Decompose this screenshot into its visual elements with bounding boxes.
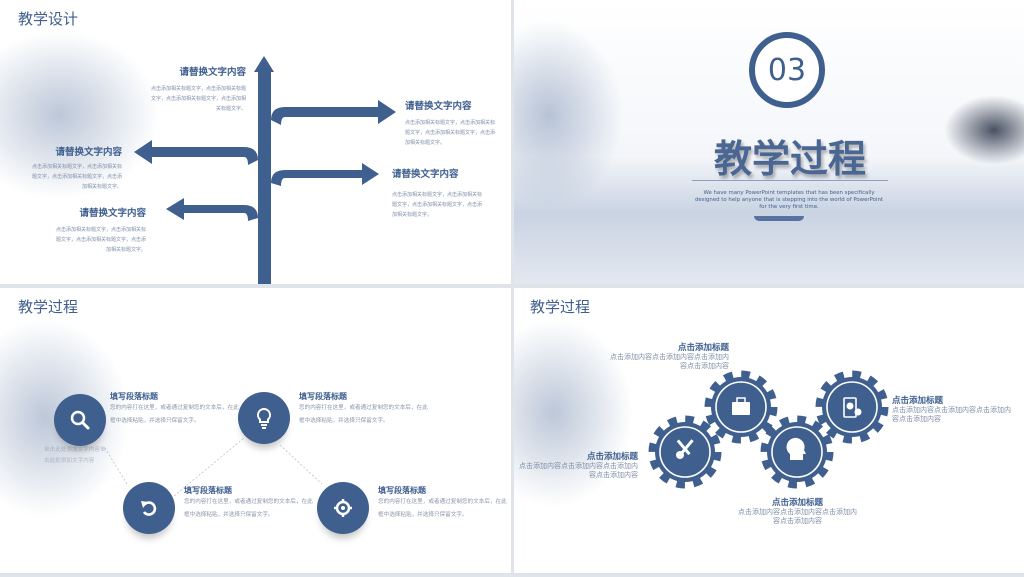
gear-title: 点击添加标题	[677, 343, 729, 353]
tools-icon	[676, 439, 694, 459]
item-title: 请替换文字内容	[79, 208, 146, 219]
step-body: 您的内容打在这里，或者通过复制您的文本后，在此框中选择粘贴，并选择只保留文字。	[184, 499, 313, 518]
step-title: 填写段落标题	[299, 392, 347, 401]
boat-decoration	[754, 216, 804, 221]
target-icon	[334, 499, 352, 517]
item-body: 点击添加相关标题文字，点击添加相关标题文字，点击添加相关标题文字，点击添加相关标…	[55, 227, 146, 253]
gear-2	[648, 415, 722, 489]
step-title: 填写段落标题	[184, 486, 232, 495]
slide-3[interactable]: 教学过程 单击此处添加文字内容单击此处添加文字内容 填写段落标题 您的内容打在这…	[0, 288, 511, 573]
step-circle-1	[54, 394, 106, 446]
gears-graphic	[648, 370, 889, 489]
step-body: 您的内容打在这里，或者通过复制您的文本后，在此框中选择粘贴，并选择只保留文字。	[299, 405, 428, 424]
gear-text-3: 点击添加标题 点击添加内容点击添加内容点击添加内容点击添加内容	[514, 450, 638, 480]
item-title: 请替换文字内容	[405, 101, 472, 112]
section-number: 03	[767, 52, 807, 88]
gear-body: 点击添加内容点击添加内容点击添加内容点击添加内容	[610, 353, 729, 370]
item-title: 请替换文字内容	[392, 169, 459, 180]
slide-header: 教学设计	[18, 10, 79, 28]
gear-title: 点击添加标题	[892, 396, 944, 406]
slide-header: 教学过程	[530, 298, 591, 316]
item-body: 点击添加相关标题文字，点击添加相关标题文字，点击添加相关标题文字，点击添加相关标…	[31, 164, 122, 190]
title-underline	[692, 180, 888, 181]
faded-placeholder-text: 单击此处添加文字内容单击此处添加文字内容	[44, 447, 106, 464]
step-circle-4	[317, 482, 369, 534]
item-title: 请替换文字内容	[55, 147, 122, 158]
roof-eave-decoration	[944, 95, 1024, 165]
step-text-2: 填写段落标题 您的内容打在这里，或者通过复制您的文本后，在此框中选择粘贴，并选择…	[299, 391, 429, 428]
item-3: 请替换文字内容 点击添加相关标题文字，点击添加相关标题文字，点击添加相关标题文字…	[30, 144, 122, 192]
step-circle-3	[123, 482, 175, 534]
slide-header: 教学过程	[18, 298, 79, 316]
step-circle-2	[238, 392, 290, 444]
signpost-arrows	[134, 56, 396, 284]
item-2: 请替换文字内容 点击添加相关标题文字，点击添加相关标题文字，点击添加相关标题文字…	[405, 98, 495, 148]
lightbulb-icon	[256, 407, 272, 429]
section-title: 教学过程	[713, 137, 866, 181]
gear-text-2: 点击添加标题 点击添加内容点击添加内容点击添加内容点击添加内容	[892, 394, 1017, 424]
slide-1[interactable]: 教学设计 请替换文字内容 点击添加相关标题文字，点击添加相关标题文字，点击添加相…	[0, 0, 511, 284]
step-body: 您的内容打在这里，或者通过复制您的文本后，在此框中选择粘贴，并选择只保留文字。	[378, 499, 507, 518]
step-title: 填写段落标题	[378, 486, 426, 495]
item-body: 点击添加相关标题文字，点击添加相关标题文字，点击添加相关标题文字，点击添加相关标…	[150, 86, 246, 112]
flow-connectors	[104, 437, 323, 502]
item-title: 请替换文字内容	[179, 67, 246, 78]
gear-title: 点击添加标题	[771, 498, 823, 508]
gear-title: 点击添加标题	[586, 452, 638, 462]
undo-icon	[141, 501, 157, 516]
item-body: 点击添加相关标题文字，点击添加相关标题文字，点击添加相关标题文字，点击添加相关标…	[392, 192, 483, 218]
mobile-money-icon	[843, 397, 862, 418]
step-body: 您的内容打在这里，或者通过复制您的文本后，在此框中选择粘贴，并选择只保留文字。	[110, 405, 239, 424]
gear-text-4: 点击添加标题 点击添加内容点击添加内容点击添加内容点击添加内容	[735, 496, 860, 526]
ink-mountain-decoration	[514, 20, 624, 210]
gear-text-1: 点击添加标题 点击添加内容点击添加内容点击添加内容点击添加内容	[604, 341, 729, 371]
briefcase-icon	[732, 397, 750, 415]
gear-body: 点击添加内容点击添加内容点击添加内容点击添加内容	[519, 462, 638, 479]
search-icon	[70, 410, 90, 430]
step-text-1: 填写段落标题 您的内容打在这里，或者通过复制您的文本后，在此框中选择粘贴，并选择…	[110, 391, 240, 428]
ink-mountain-decoration	[0, 30, 160, 200]
item-4: 请替换文字内容 点击添加相关标题文字，点击添加相关标题文字，点击添加相关标题文字…	[392, 166, 482, 220]
gear-body: 点击添加内容点击添加内容点击添加内容点击添加内容	[738, 508, 857, 525]
section-number-circle: 03	[749, 32, 825, 108]
slide-2[interactable]: 03 教学过程 We have many PowerPoint template…	[514, 0, 1024, 284]
step-text-4: 填写段落标题 您的内容打在这里，或者通过复制您的文本后，在此框中选择粘贴，并选择…	[378, 485, 508, 522]
item-body: 点击添加相关标题文字，点击添加相关标题文字，点击添加相关标题文字，点击添加相关标…	[405, 120, 496, 146]
section-subtitle: We have many PowerPoint templates that h…	[694, 190, 884, 210]
item-1: 请替换文字内容 点击添加相关标题文字，点击添加相关标题文字，点击添加相关标题文字…	[150, 64, 246, 114]
head-gears-icon	[786, 437, 806, 460]
item-5: 请替换文字内容 点击添加相关标题文字，点击添加相关标题文字，点击添加相关标题文字…	[55, 205, 146, 255]
step-text-3: 填写段落标题 您的内容打在这里，或者通过复制您的文本后，在此框中选择粘贴，并选择…	[184, 485, 314, 522]
gear-body: 点击添加内容点击添加内容点击添加内容点击添加内容	[892, 406, 1011, 423]
step-title: 填写段落标题	[110, 392, 158, 401]
slide-4[interactable]: 教学过程 点击添加标题 点击添加内容点击添加内容点击添加内容点击添加内容 点击添…	[514, 288, 1024, 573]
